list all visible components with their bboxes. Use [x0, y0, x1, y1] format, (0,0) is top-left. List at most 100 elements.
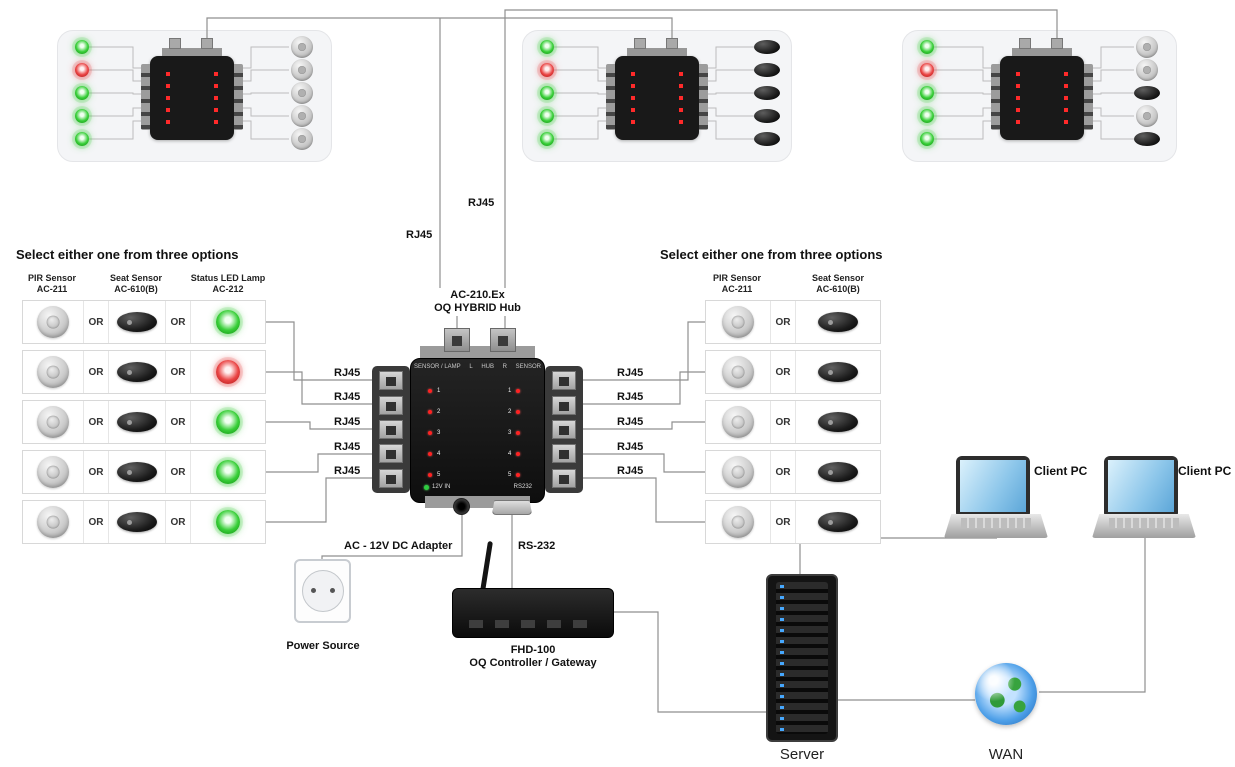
sensor — [289, 128, 315, 150]
hub-face-labels: SENSOR / LAMP L HUB R SENSOR — [414, 364, 541, 370]
power-source-label: Power Source — [286, 640, 360, 652]
rj45-port — [666, 38, 678, 49]
sensor — [754, 59, 780, 81]
pir-sensor — [37, 406, 69, 438]
option-row: OR OR — [22, 400, 266, 444]
gateway-device — [452, 588, 614, 638]
or-label: OR — [165, 401, 191, 443]
seat-sensor — [818, 462, 858, 482]
rj45-label: RJ45 — [617, 391, 644, 403]
sensor — [289, 82, 315, 104]
rj45-label: RJ45 — [334, 441, 361, 453]
status-led — [920, 86, 934, 100]
or-label: OR — [770, 501, 796, 543]
seat-sensor — [818, 412, 858, 432]
rj45-label: RJ45 — [617, 441, 644, 453]
rj45-jack — [552, 468, 576, 488]
client-pc-label: Client PC — [1034, 464, 1088, 478]
power-outlet — [294, 559, 351, 623]
rj45-jack-strip-left — [372, 366, 410, 493]
or-label: OR — [83, 451, 109, 493]
mini-hub-device — [991, 38, 1093, 140]
or-label: OR — [165, 351, 191, 393]
hub-top-bar — [1012, 48, 1072, 56]
client-pc-screen — [1104, 456, 1178, 516]
led-column — [1016, 72, 1020, 128]
or-label: OR — [83, 401, 109, 443]
client-pc-screen — [956, 456, 1030, 516]
power-led — [424, 484, 429, 490]
status-led — [920, 63, 934, 77]
status-led-lamp — [216, 360, 240, 384]
sensor — [754, 128, 780, 150]
status-led — [540, 109, 554, 123]
rj45-jack — [379, 444, 403, 464]
mini-hub-device — [606, 38, 708, 140]
red-led — [516, 451, 521, 456]
sensor — [289, 36, 315, 58]
or-label: OR — [83, 351, 109, 393]
seat-sensor — [117, 312, 157, 332]
rj45-jack — [379, 468, 403, 488]
hub-port-leds-right: 1 2 3 4 5 — [508, 380, 521, 485]
rj45-label: RJ45 — [468, 197, 495, 209]
column-header-seat: Seat Sensor AC-610(B) — [109, 273, 163, 295]
rj45-jack — [379, 371, 403, 391]
pir-sensor — [722, 456, 754, 488]
led-column — [214, 72, 218, 128]
column-header-lamp: Status LED Lamp AC-212 — [190, 273, 266, 295]
status-led — [540, 63, 554, 77]
option-row: OR — [705, 400, 881, 444]
status-led-lamp — [216, 460, 240, 484]
sensor — [1134, 105, 1160, 127]
rs232-db9-port — [492, 500, 532, 515]
pir-sensor — [37, 506, 69, 538]
red-led — [516, 472, 521, 477]
dc-adapter-label: AC - 12V DC Adapter — [344, 540, 453, 552]
status-led — [920, 109, 934, 123]
rj45-label: RJ45 — [406, 229, 433, 241]
rj45-port — [1019, 38, 1031, 49]
seat-sensor — [818, 312, 858, 332]
rj45-port — [169, 38, 181, 49]
or-label: OR — [83, 501, 109, 543]
client-pc-keyboard — [944, 514, 1048, 538]
option-row: OR OR — [22, 350, 266, 394]
rj45-label: RJ45 — [334, 367, 361, 379]
or-label: OR — [770, 351, 796, 393]
red-led — [428, 472, 432, 477]
seat-sensor — [117, 362, 157, 382]
hub-title: AC-210.Ex OQ HYBRID Hub — [410, 288, 545, 317]
pir-sensor — [37, 306, 69, 338]
red-led — [428, 430, 432, 435]
sensor — [1134, 36, 1160, 58]
pir-sensor — [722, 506, 754, 538]
gateway-label: FHD-100 OQ Controller / Gateway — [469, 644, 597, 670]
option-row: OR OR — [22, 450, 266, 494]
status-led — [75, 40, 89, 54]
sensor — [754, 82, 780, 104]
led-column — [631, 72, 635, 128]
hub-device — [410, 358, 545, 503]
sensor — [1134, 128, 1160, 150]
status-led — [540, 40, 554, 54]
option-row: OR — [705, 350, 881, 394]
column-header-pir: PIR Sensor AC-211 — [712, 273, 761, 295]
client-pc-keyboard — [1092, 514, 1196, 538]
rj45-port — [1051, 38, 1063, 49]
pir-sensor — [37, 356, 69, 388]
rj45-label: RJ45 — [334, 416, 361, 428]
status-led — [75, 132, 89, 146]
status-led — [540, 132, 554, 146]
rj45-jack — [379, 395, 403, 415]
status-led — [920, 132, 934, 146]
rj45-label: RJ45 — [617, 465, 644, 477]
red-led — [516, 430, 521, 435]
seat-sensor — [117, 512, 157, 532]
led-column — [166, 72, 170, 128]
sensor — [1134, 59, 1160, 81]
hub-top-bar — [162, 48, 222, 56]
rj45-jack — [552, 371, 576, 391]
sensor — [289, 105, 315, 127]
status-led — [75, 86, 89, 100]
